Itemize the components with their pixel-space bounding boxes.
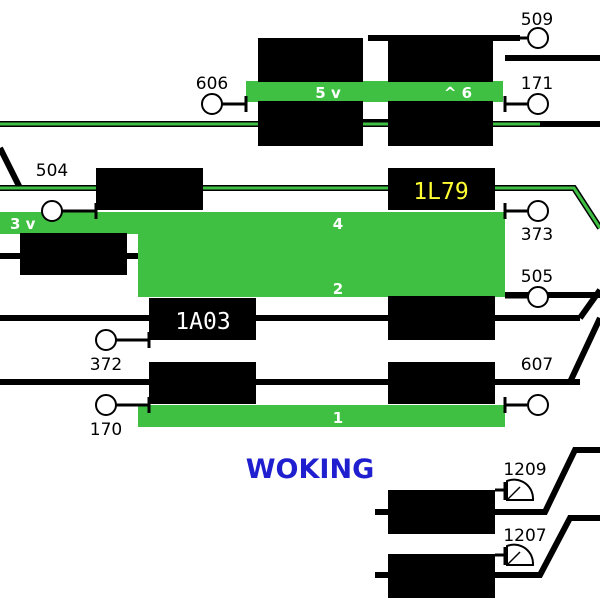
signal-505[interactable]: 505: [505, 267, 553, 308]
platform-labels: 5 v ^ 6 3 v 4 2 1: [10, 84, 472, 427]
signal-label-606: 606: [196, 74, 228, 94]
berth-box: [388, 296, 495, 340]
signal-label-1207: 1207: [503, 526, 546, 546]
platform-label-2: 2: [333, 280, 343, 298]
signal-606[interactable]: 606: [196, 74, 248, 115]
signal-label-171: 171: [521, 74, 553, 94]
berth-box: [388, 490, 495, 534]
signal-platform-1-east[interactable]: [503, 394, 549, 416]
signal-head[interactable]: [527, 93, 549, 115]
signal-head[interactable]: [527, 394, 549, 416]
platform-label-3: 3 v: [10, 215, 36, 233]
platform-5-6: [246, 81, 503, 102]
berth-box: [388, 38, 493, 82]
signals: 509 606 171 504 373: [36, 10, 553, 566]
signal-label-509: 509: [521, 10, 553, 30]
platform-label-4: 4: [333, 215, 343, 233]
berth-text-1l79: 1L79: [413, 179, 468, 205]
signal-509[interactable]: 509: [520, 10, 553, 49]
berth-text-1a03: 1A03: [175, 309, 230, 335]
signal-label-170: 170: [90, 420, 122, 440]
signal-label-504: 504: [36, 161, 68, 181]
signal-head[interactable]: [527, 200, 549, 222]
platform-4-2: [138, 212, 505, 297]
signal-label-607: 607: [521, 355, 553, 375]
berth-box: [388, 101, 493, 146]
signal-504[interactable]: 504: [36, 161, 98, 222]
berth-box: [258, 38, 363, 82]
signal-label-1209: 1209: [503, 460, 546, 480]
berth-box-1l79: [388, 168, 495, 210]
signal-373[interactable]: 373: [503, 200, 553, 245]
berths: 1L79 1A03: [20, 38, 495, 598]
platform-3: [0, 212, 140, 234]
ground-signal-head[interactable]: [506, 478, 535, 501]
platforms: [0, 81, 505, 427]
signal-head[interactable]: [41, 200, 63, 222]
berth-box: [388, 554, 495, 598]
signal-head[interactable]: [201, 93, 223, 115]
ground-signal-head[interactable]: [506, 543, 535, 566]
track-platform-1-crossover: [567, 316, 600, 384]
platform-label-6: ^ 6: [444, 84, 472, 102]
signal-label-372: 372: [90, 355, 122, 375]
berth-box: [20, 233, 127, 275]
signal-171[interactable]: 171: [503, 74, 553, 115]
station-name: WOKING: [246, 454, 374, 485]
signal-head[interactable]: [95, 394, 117, 416]
signal-head[interactable]: [527, 27, 549, 49]
berth-box: [388, 362, 495, 404]
signal-head[interactable]: [527, 286, 549, 308]
platform-1: [138, 405, 505, 427]
signal-head[interactable]: [95, 329, 117, 351]
signal-label-373: 373: [521, 225, 553, 245]
signal-170[interactable]: 170: [90, 394, 151, 440]
track-platform-2-crossover: [577, 288, 600, 320]
berth-box: [258, 101, 363, 146]
platform-label-5: 5 v: [315, 84, 341, 102]
signal-label-505: 505: [521, 267, 553, 287]
platform-label-1: 1: [333, 409, 343, 427]
ground-signal-mark: [506, 486, 521, 501]
signal-607[interactable]: 607: [521, 355, 553, 375]
berth-box: [149, 362, 256, 404]
berth-box-1a03: [149, 298, 256, 340]
track-diagonal-west: [0, 146, 23, 190]
signal-372[interactable]: 372: [90, 329, 151, 375]
ground-signal-mark: [506, 551, 521, 566]
signal-1207[interactable]: 1207: [495, 526, 547, 566]
berth-box: [96, 168, 203, 210]
signal-1209[interactable]: 1209: [495, 460, 547, 501]
